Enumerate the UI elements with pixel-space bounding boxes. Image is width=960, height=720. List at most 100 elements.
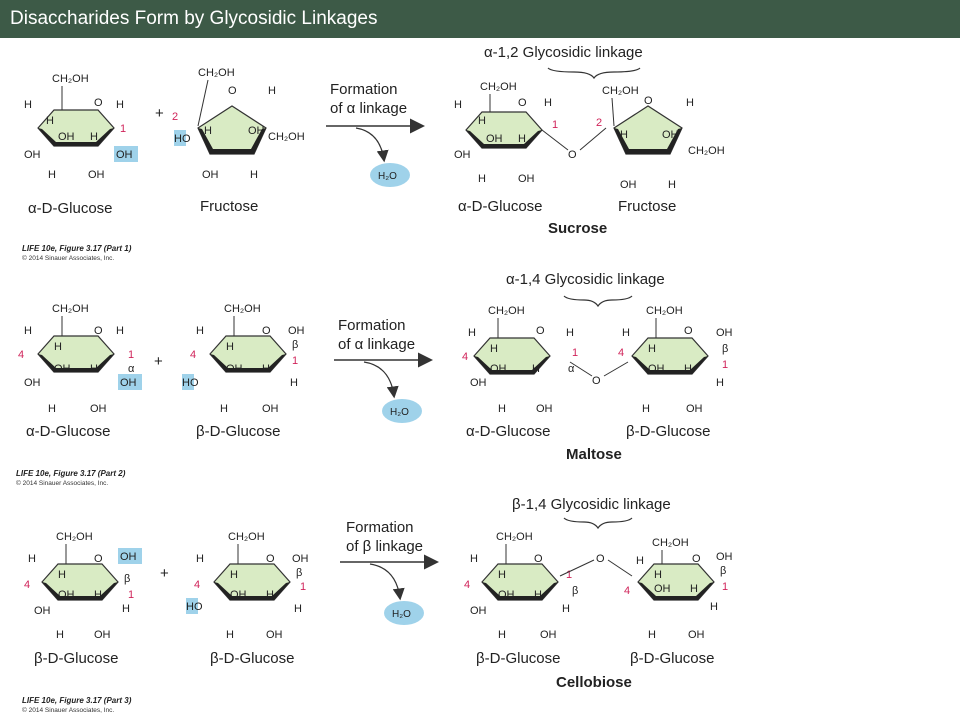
svg-text:CH₂OH: CH₂OH — [56, 531, 93, 543]
svg-text:H: H — [498, 629, 506, 641]
svg-text:H: H — [54, 341, 62, 353]
cellobiose-ring-2: CH₂OH O H OH β H OH H H OH H 4 1 — [624, 537, 733, 641]
svg-text:OH: OH — [470, 377, 487, 389]
reactant2-label: β-D-Glucose — [210, 650, 294, 667]
svg-text:H: H — [56, 629, 64, 641]
svg-text:H: H — [116, 325, 124, 337]
svg-text:H: H — [250, 169, 258, 181]
svg-text:H: H — [690, 583, 698, 595]
svg-text:H: H — [710, 601, 718, 613]
svg-text:H: H — [268, 85, 276, 97]
svg-text:H: H — [290, 377, 298, 389]
svg-text:β: β — [292, 339, 298, 351]
svg-text:O: O — [568, 149, 577, 161]
copyright-text: © 2014 Sinauer Associates, Inc. — [22, 254, 114, 262]
svg-text:CH₂OH: CH₂OH — [224, 303, 261, 315]
svg-text:H: H — [716, 377, 724, 389]
svg-text:1: 1 — [572, 347, 578, 359]
disaccharide-diagram: CH₂OH O H H OH H H OH H OH 1 OH α-D-Gluc… — [16, 44, 733, 714]
svg-text:OH: OH — [58, 589, 75, 601]
copyright-text: © 2014 Sinauer Associates, Inc. — [22, 706, 114, 714]
figure-caption: LIFE 10e, Figure 3.17 (Part 1) — [22, 244, 132, 253]
svg-text:OH: OH — [540, 629, 557, 641]
svg-text:H: H — [684, 363, 692, 375]
svg-text:H: H — [648, 343, 656, 355]
svg-text:H: H — [196, 553, 204, 565]
svg-text:β: β — [722, 343, 728, 355]
linkage-label: β-1,4 Glycosidic linkage — [512, 496, 671, 513]
sucrose-section: CH₂OH O H H OH H H OH H OH 1 OH α-D-Gluc… — [22, 44, 725, 262]
svg-text:HO: HO — [174, 133, 191, 145]
svg-text:HO: HO — [182, 377, 199, 389]
svg-text:H: H — [294, 603, 302, 615]
svg-text:CH₂OH: CH₂OH — [228, 531, 265, 543]
svg-text:O: O — [596, 553, 605, 565]
svg-text:OH: OH — [620, 179, 637, 191]
svg-text:2: 2 — [596, 117, 602, 129]
svg-text:H: H — [566, 327, 574, 339]
svg-text:H: H — [478, 115, 486, 127]
svg-text:1: 1 — [128, 349, 134, 361]
svg-text:OH: OH — [116, 149, 133, 161]
product1-label: α-D-Glucose — [466, 423, 551, 440]
svg-text:H: H — [668, 179, 676, 191]
reactant1-label: β-D-Glucose — [34, 650, 118, 667]
arrow-text-line1: Formation — [338, 317, 406, 334]
svg-text:OH: OH — [88, 169, 105, 181]
cellobiose-ring-1: CH₂OH O H H OH H OH H OH H 4 1 β — [464, 531, 578, 641]
svg-text:H: H — [116, 99, 124, 111]
svg-text:H: H — [642, 403, 650, 415]
svg-text:1: 1 — [722, 581, 728, 593]
svg-text:4: 4 — [194, 579, 200, 591]
product1-label: β-D-Glucose — [476, 650, 560, 667]
title-bar: Disaccharides Form by Glycosidic Linkage… — [0, 0, 960, 38]
svg-text:H: H — [226, 341, 234, 353]
svg-text:H: H — [498, 403, 506, 415]
svg-text:H: H — [518, 133, 526, 145]
svg-text:1: 1 — [722, 359, 728, 371]
svg-text:OH: OH — [202, 169, 219, 181]
svg-text:OH: OH — [470, 605, 487, 617]
svg-text:OH: OH — [90, 403, 107, 415]
svg-text:H: H — [196, 325, 204, 337]
svg-text:CH₂OH: CH₂OH — [488, 305, 525, 317]
svg-text:H: H — [544, 97, 552, 109]
svg-text:O: O — [266, 553, 275, 565]
svg-text:OH: OH — [654, 583, 671, 595]
plus-sign: + — [160, 565, 169, 582]
svg-text:OH: OH — [490, 363, 507, 375]
svg-text:CH₂OH: CH₂OH — [652, 537, 689, 549]
svg-text:CH₂OH: CH₂OH — [688, 145, 725, 157]
svg-text:H: H — [686, 97, 694, 109]
product2-label: β-D-Glucose — [626, 423, 710, 440]
svg-text:OH: OH — [226, 363, 243, 375]
sucrose-fructose-ring: CH₂OH O H OH H CH₂OH 2 OH H — [596, 85, 725, 191]
svg-text:H: H — [90, 363, 98, 375]
svg-text:O: O — [228, 85, 237, 97]
svg-text:OH: OH — [248, 125, 265, 137]
svg-text:H: H — [490, 343, 498, 355]
svg-text:H: H — [266, 589, 274, 601]
cellobiose-section: CH₂OH O H OH β H OH H OH H OH H 4 1 β-D-… — [22, 496, 733, 714]
slide-title: Disaccharides Form by Glycosidic Linkage… — [10, 8, 378, 29]
svg-text:H: H — [24, 325, 32, 337]
svg-text:H₂O: H₂O — [392, 609, 411, 620]
svg-text:OH: OH — [292, 553, 309, 565]
linkage-label: α-1,4 Glycosidic linkage — [506, 271, 665, 288]
svg-text:4: 4 — [624, 585, 630, 597]
svg-text:OH: OH — [24, 149, 41, 161]
svg-text:4: 4 — [618, 347, 624, 359]
svg-text:4: 4 — [464, 579, 470, 591]
figure-caption: LIFE 10e, Figure 3.17 (Part 2) — [16, 469, 126, 478]
svg-text:OH: OH — [518, 173, 535, 185]
product2-label: Fructose — [618, 198, 676, 215]
copyright-text: © 2014 Sinauer Associates, Inc. — [16, 479, 108, 487]
svg-text:OH: OH — [34, 605, 51, 617]
figure-caption: LIFE 10e, Figure 3.17 (Part 3) — [22, 696, 132, 705]
svg-text:CH₂OH: CH₂OH — [52, 303, 89, 315]
svg-text:CH₂OH: CH₂OH — [268, 131, 305, 143]
svg-text:H: H — [90, 131, 98, 143]
maltose-ring-2: CH₂OH O H OH β H OH H H OH H 4 1 — [618, 305, 733, 415]
svg-text:OH: OH — [688, 629, 705, 641]
svg-text:OH: OH — [94, 629, 111, 641]
